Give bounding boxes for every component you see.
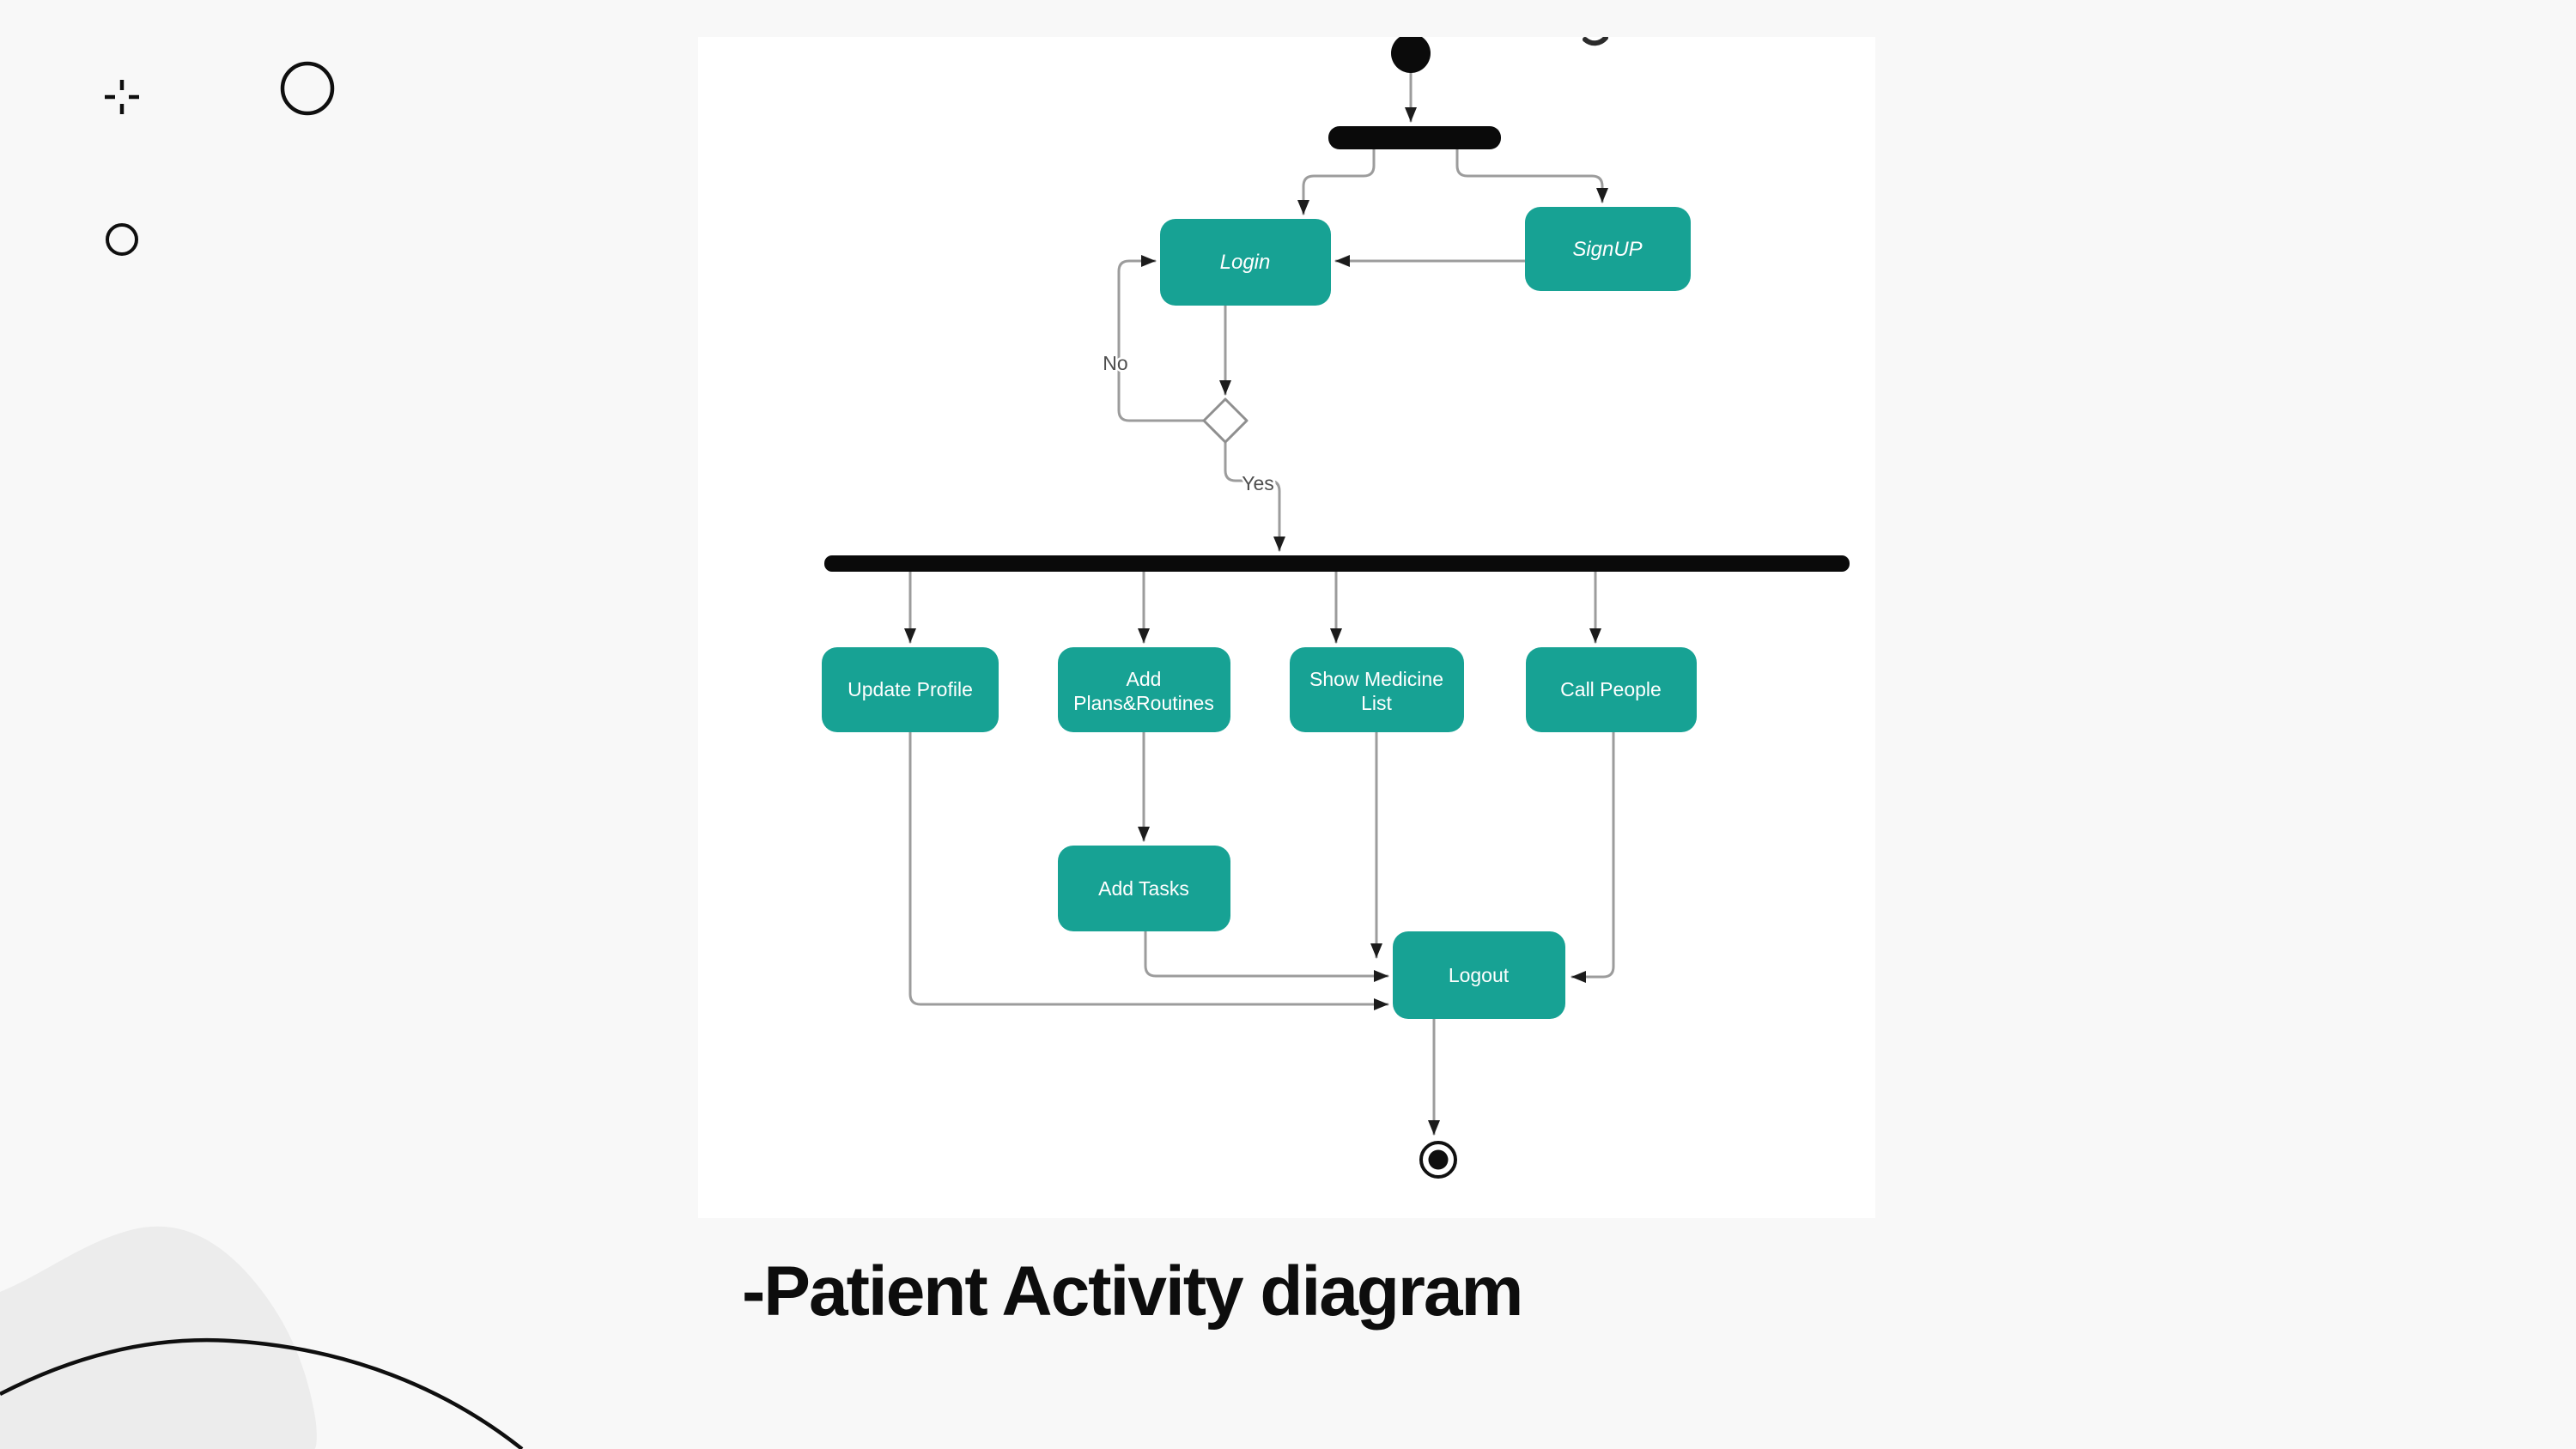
node-update-profile-label: Update Profile <box>848 678 973 700</box>
circle-outline-large <box>280 61 335 116</box>
decision-diamond <box>1202 397 1249 444</box>
edge-call-people-to-logout <box>1571 731 1615 983</box>
node-show-medicine: Show Medicine List <box>1290 647 1464 732</box>
node-update-profile: Update Profile <box>822 647 999 732</box>
node-show-medicine-label-line2: List <box>1361 692 1392 714</box>
activity-diagram: Login SignUP Update Profile Add Plans&Ro… <box>822 37 1850 1179</box>
crosshair-icon <box>105 80 139 114</box>
edge-fork1-to-signup <box>1455 148 1608 203</box>
edge-add-tasks-to-logout <box>1144 930 1389 982</box>
corner-arc <box>0 1337 524 1449</box>
edge-label-yes: Yes <box>1242 472 1274 494</box>
diagram-canvas: Login SignUP Update Profile Add Plans&Ro… <box>698 37 1875 1218</box>
node-call-people: Call People <box>1526 647 1697 732</box>
corner-blob <box>0 1226 317 1449</box>
node-show-medicine-label-line1: Show Medicine <box>1309 668 1443 690</box>
node-add-plans-label-line2: Plans&Routines <box>1073 692 1214 714</box>
edge-fork1-to-login <box>1297 148 1376 215</box>
fork-bar-1 <box>1328 126 1501 149</box>
canvas-top-dash <box>1583 37 1608 46</box>
node-signup: SignUP <box>1525 207 1691 291</box>
edge-update-profile-to-logout <box>908 731 1389 1010</box>
node-add-plans: Add Plans&Routines <box>1058 647 1230 732</box>
node-add-tasks-label: Add Tasks <box>1098 877 1189 900</box>
edge-decision-yes-to-fork2 <box>1224 440 1285 552</box>
circle-outline-small <box>106 223 138 256</box>
node-login: Login <box>1160 219 1331 306</box>
final-node <box>1419 1141 1457 1179</box>
node-add-tasks: Add Tasks <box>1058 846 1230 931</box>
node-call-people-label: Call People <box>1560 678 1662 700</box>
edge-decision-no-to-login <box>1117 255 1206 422</box>
node-logout: Logout <box>1393 931 1565 1019</box>
node-logout-label: Logout <box>1449 964 1510 986</box>
node-add-plans-label-line1: Add <box>1127 668 1162 690</box>
node-signup-label: SignUP <box>1572 238 1642 261</box>
fork-bar-2 <box>824 555 1850 572</box>
page-title: -Patient Activity diagram <box>742 1252 1523 1331</box>
node-login-label: Login <box>1220 251 1271 274</box>
initial-node <box>1391 37 1431 73</box>
edge-label-no: No <box>1103 352 1127 374</box>
